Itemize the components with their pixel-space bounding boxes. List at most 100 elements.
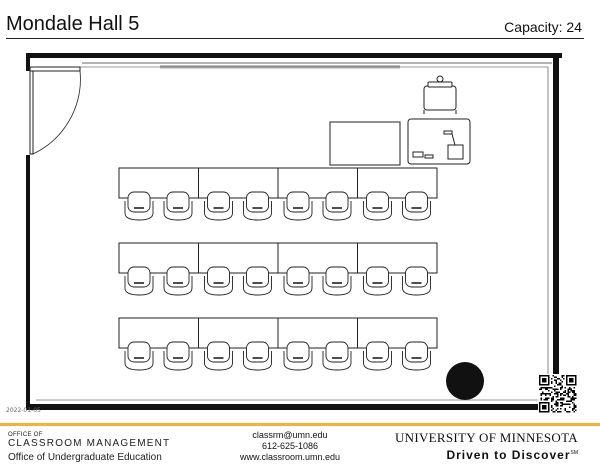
qr-module (555, 402, 557, 404)
tagline-service-mark: SM (570, 450, 579, 456)
qr-module (546, 388, 548, 390)
chair (124, 266, 154, 296)
qr-module (563, 403, 565, 405)
qr-module (561, 399, 563, 401)
chair-seat (207, 341, 230, 363)
qr-module (575, 394, 577, 396)
undergrad-education-label: Office of Undergraduate Education (8, 452, 162, 463)
qr-module (567, 396, 569, 398)
qr-module (551, 400, 553, 402)
qr-module (572, 409, 574, 411)
qr-module (575, 393, 577, 395)
qr-module (561, 405, 563, 407)
qr-module (564, 408, 566, 410)
office-of-label: OFFICE OF (8, 432, 43, 438)
qr-module (573, 411, 575, 413)
qr-module (566, 400, 568, 402)
university-tagline: Driven to DiscoverSM (395, 445, 578, 464)
qr-module (557, 391, 559, 393)
qr-module (572, 399, 574, 401)
qr-module (564, 391, 566, 393)
qr-module (543, 393, 545, 395)
north-wall (26, 53, 562, 58)
qr-module (542, 387, 544, 389)
qr-module (570, 400, 572, 402)
qr-module (563, 378, 565, 380)
chair-seat (207, 266, 230, 288)
qr-module (546, 399, 548, 401)
chair (243, 191, 272, 221)
door-jamb-top (29, 66, 81, 72)
qr-module (554, 385, 556, 387)
qr-module (557, 403, 559, 405)
chair (402, 266, 431, 296)
qr-module (569, 403, 571, 405)
chair-seat (127, 341, 151, 363)
title-divider (6, 38, 584, 39)
south-wall (26, 404, 559, 410)
qr-module (570, 399, 572, 401)
chair-seat (405, 341, 428, 363)
qr-module (551, 399, 553, 401)
qr-module (561, 403, 563, 405)
qr-module (569, 400, 571, 402)
qr-module (573, 387, 575, 389)
qr-module (560, 382, 562, 384)
contact-website[interactable]: www.classroom.umn.edu (239, 452, 341, 462)
chair-seat (366, 191, 389, 213)
qr-module (563, 397, 565, 399)
qr-module (555, 388, 557, 390)
qr-module (548, 397, 550, 399)
qr-module (567, 393, 569, 395)
table (357, 242, 438, 274)
chair-seat (166, 266, 190, 288)
qr-module (572, 396, 574, 398)
qr-module (551, 382, 553, 384)
qr-module (557, 411, 559, 413)
qr-module (545, 394, 547, 396)
qr-module (560, 387, 562, 389)
qr-module (557, 393, 559, 395)
qr-module (575, 405, 577, 407)
qr-module (555, 382, 557, 384)
qr-module (552, 411, 554, 413)
qr-module (561, 385, 563, 387)
qr-module (543, 387, 545, 389)
chair-seat (207, 191, 230, 213)
chair (322, 266, 352, 296)
qr-module (540, 388, 542, 390)
qr-module (551, 387, 553, 389)
chair (163, 266, 193, 296)
qr-module (575, 397, 577, 399)
qr-module (548, 387, 550, 389)
chair-seat (286, 341, 310, 363)
qr-module (564, 409, 566, 411)
chair-seat (166, 191, 190, 213)
chair-seat (246, 266, 269, 288)
chair (204, 191, 233, 221)
chair (363, 191, 392, 221)
qr-module (573, 394, 575, 396)
qr-finder-core (569, 378, 574, 383)
chair (243, 266, 272, 296)
qr-module (569, 406, 571, 408)
qr-module (543, 399, 545, 401)
chair (402, 191, 431, 221)
qr-module (554, 390, 556, 392)
qr-module (558, 411, 560, 413)
chair (363, 266, 392, 296)
chair (322, 341, 352, 371)
qr-module (572, 397, 574, 399)
qr-module (560, 379, 562, 381)
chair-seat (405, 266, 428, 288)
qr-module (561, 402, 563, 404)
chair (402, 341, 431, 371)
qr-module (546, 397, 548, 399)
capacity-label: Capacity: 24 (504, 19, 582, 35)
qr-module (555, 381, 557, 383)
west-wall-lower (26, 155, 30, 408)
qr-module (569, 396, 571, 398)
contact-email[interactable]: classrm@umn.edu (252, 430, 328, 440)
qr-module (555, 405, 557, 407)
qr-module (573, 397, 575, 399)
